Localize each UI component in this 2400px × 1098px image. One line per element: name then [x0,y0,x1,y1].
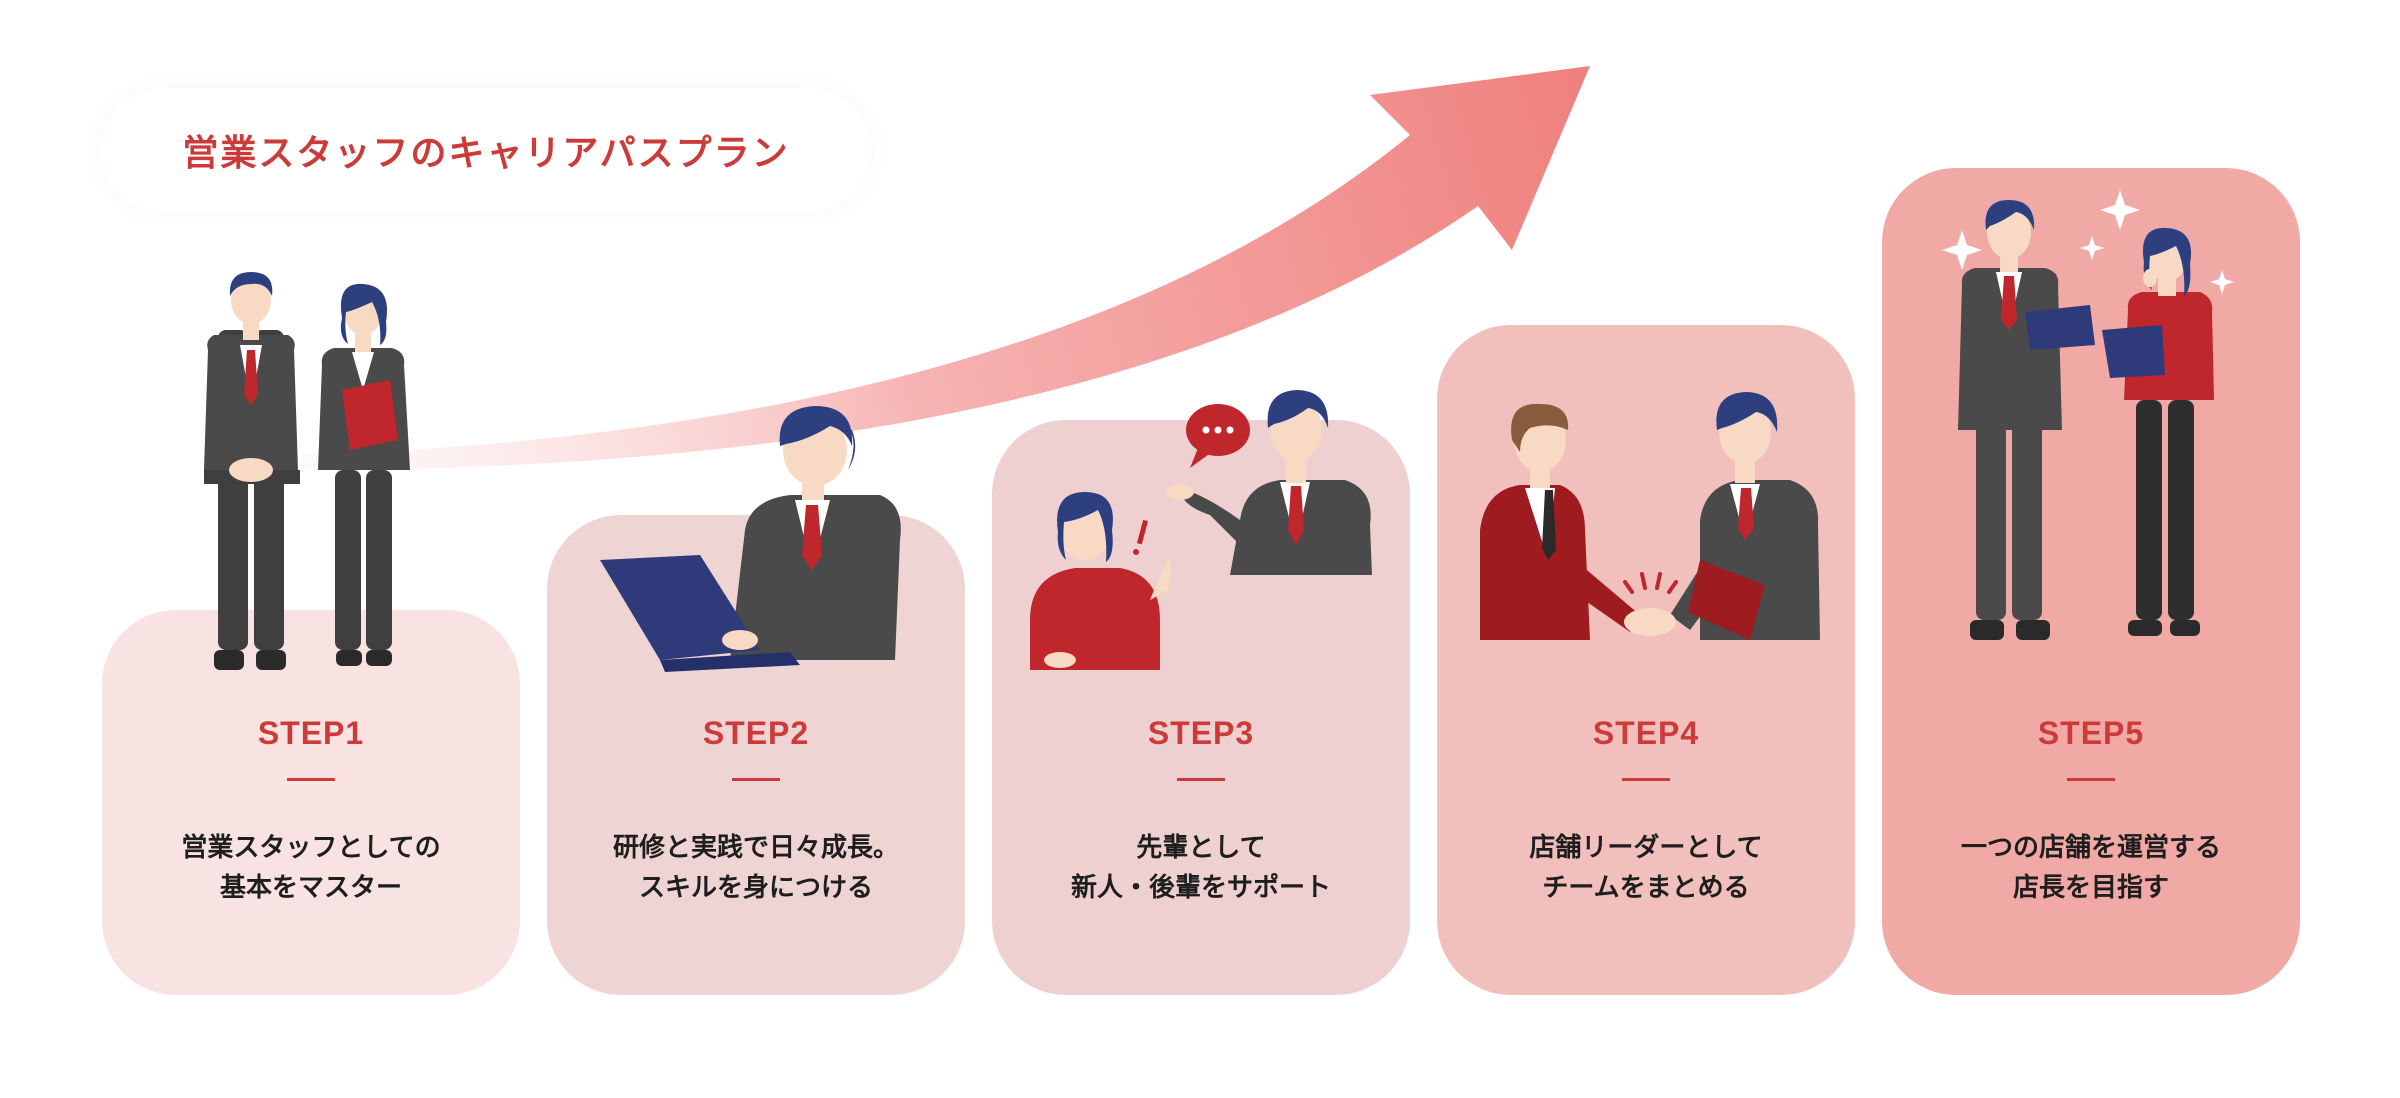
step-description-line: 基本をマスター [219,873,402,903]
step-card-5: STEP5 一つの店舗を運営する 店長を目指す [1882,168,2300,995]
step-label: STEP1 [257,715,365,751]
step3-illustration [1030,390,1372,670]
step-divider [1177,778,1225,781]
step-label: STEP5 [2037,715,2145,751]
step-description-line: 先輩として [1136,833,1266,863]
step-description-line: 研修と実践で日々成長。 [612,833,899,863]
step-description: 店舗リーダーとして チームをまとめる [1437,828,1855,908]
step-divider [732,778,780,781]
person-man-standing [204,272,300,670]
step-description-line: チームをまとめる [1542,873,1750,903]
speech-bubble-icon [1186,404,1250,468]
step-divider [1622,778,1670,781]
page-title: 営業スタッフのキャリアパスプラン [182,133,790,174]
step1-illustration [204,272,410,670]
step-divider [287,778,335,781]
step2-illustration [600,406,901,672]
step-card-4: STEP4 店舗リーダーとして チームをまとめる [1437,325,1855,995]
step-description: 一つの店舗を運営する 店長を目指す [1882,828,2300,908]
step-description: 研修と実践で日々成長。 スキルを身につける [547,828,965,908]
step-label: STEP2 [702,715,810,751]
step-description-line: 店長を目指す [2012,873,2169,903]
step-description-line: 営業スタッフとしての [181,833,441,863]
step-description-line: スキルを身につける [638,873,873,903]
step-label: STEP4 [1592,715,1700,751]
step-description: 営業スタッフとしての 基本をマスター [102,828,520,908]
sparkle-icon [1942,190,2234,294]
step-description: 先輩として 新人・後輩をサポート [992,828,1410,908]
step-divider [2067,778,2115,781]
step-description-line: 店舗リーダーとして [1529,833,1763,863]
step-description-line: 新人・後輩をサポート [1070,873,1331,903]
title-pill: 営業スタッフのキャリアパスプラン [100,88,872,212]
arrow-body [300,66,1590,470]
step5-illustration [1942,190,2234,640]
step4-illustration [1480,392,1820,640]
sparkle-lines [1623,572,1678,594]
step-description-line: 一つの店舗を運営する [1960,833,2221,863]
step-label: STEP3 [1147,715,1255,751]
person-woman-standing [318,283,410,666]
step-card-1: STEP1 営業スタッフとしての 基本をマスター [102,610,520,995]
